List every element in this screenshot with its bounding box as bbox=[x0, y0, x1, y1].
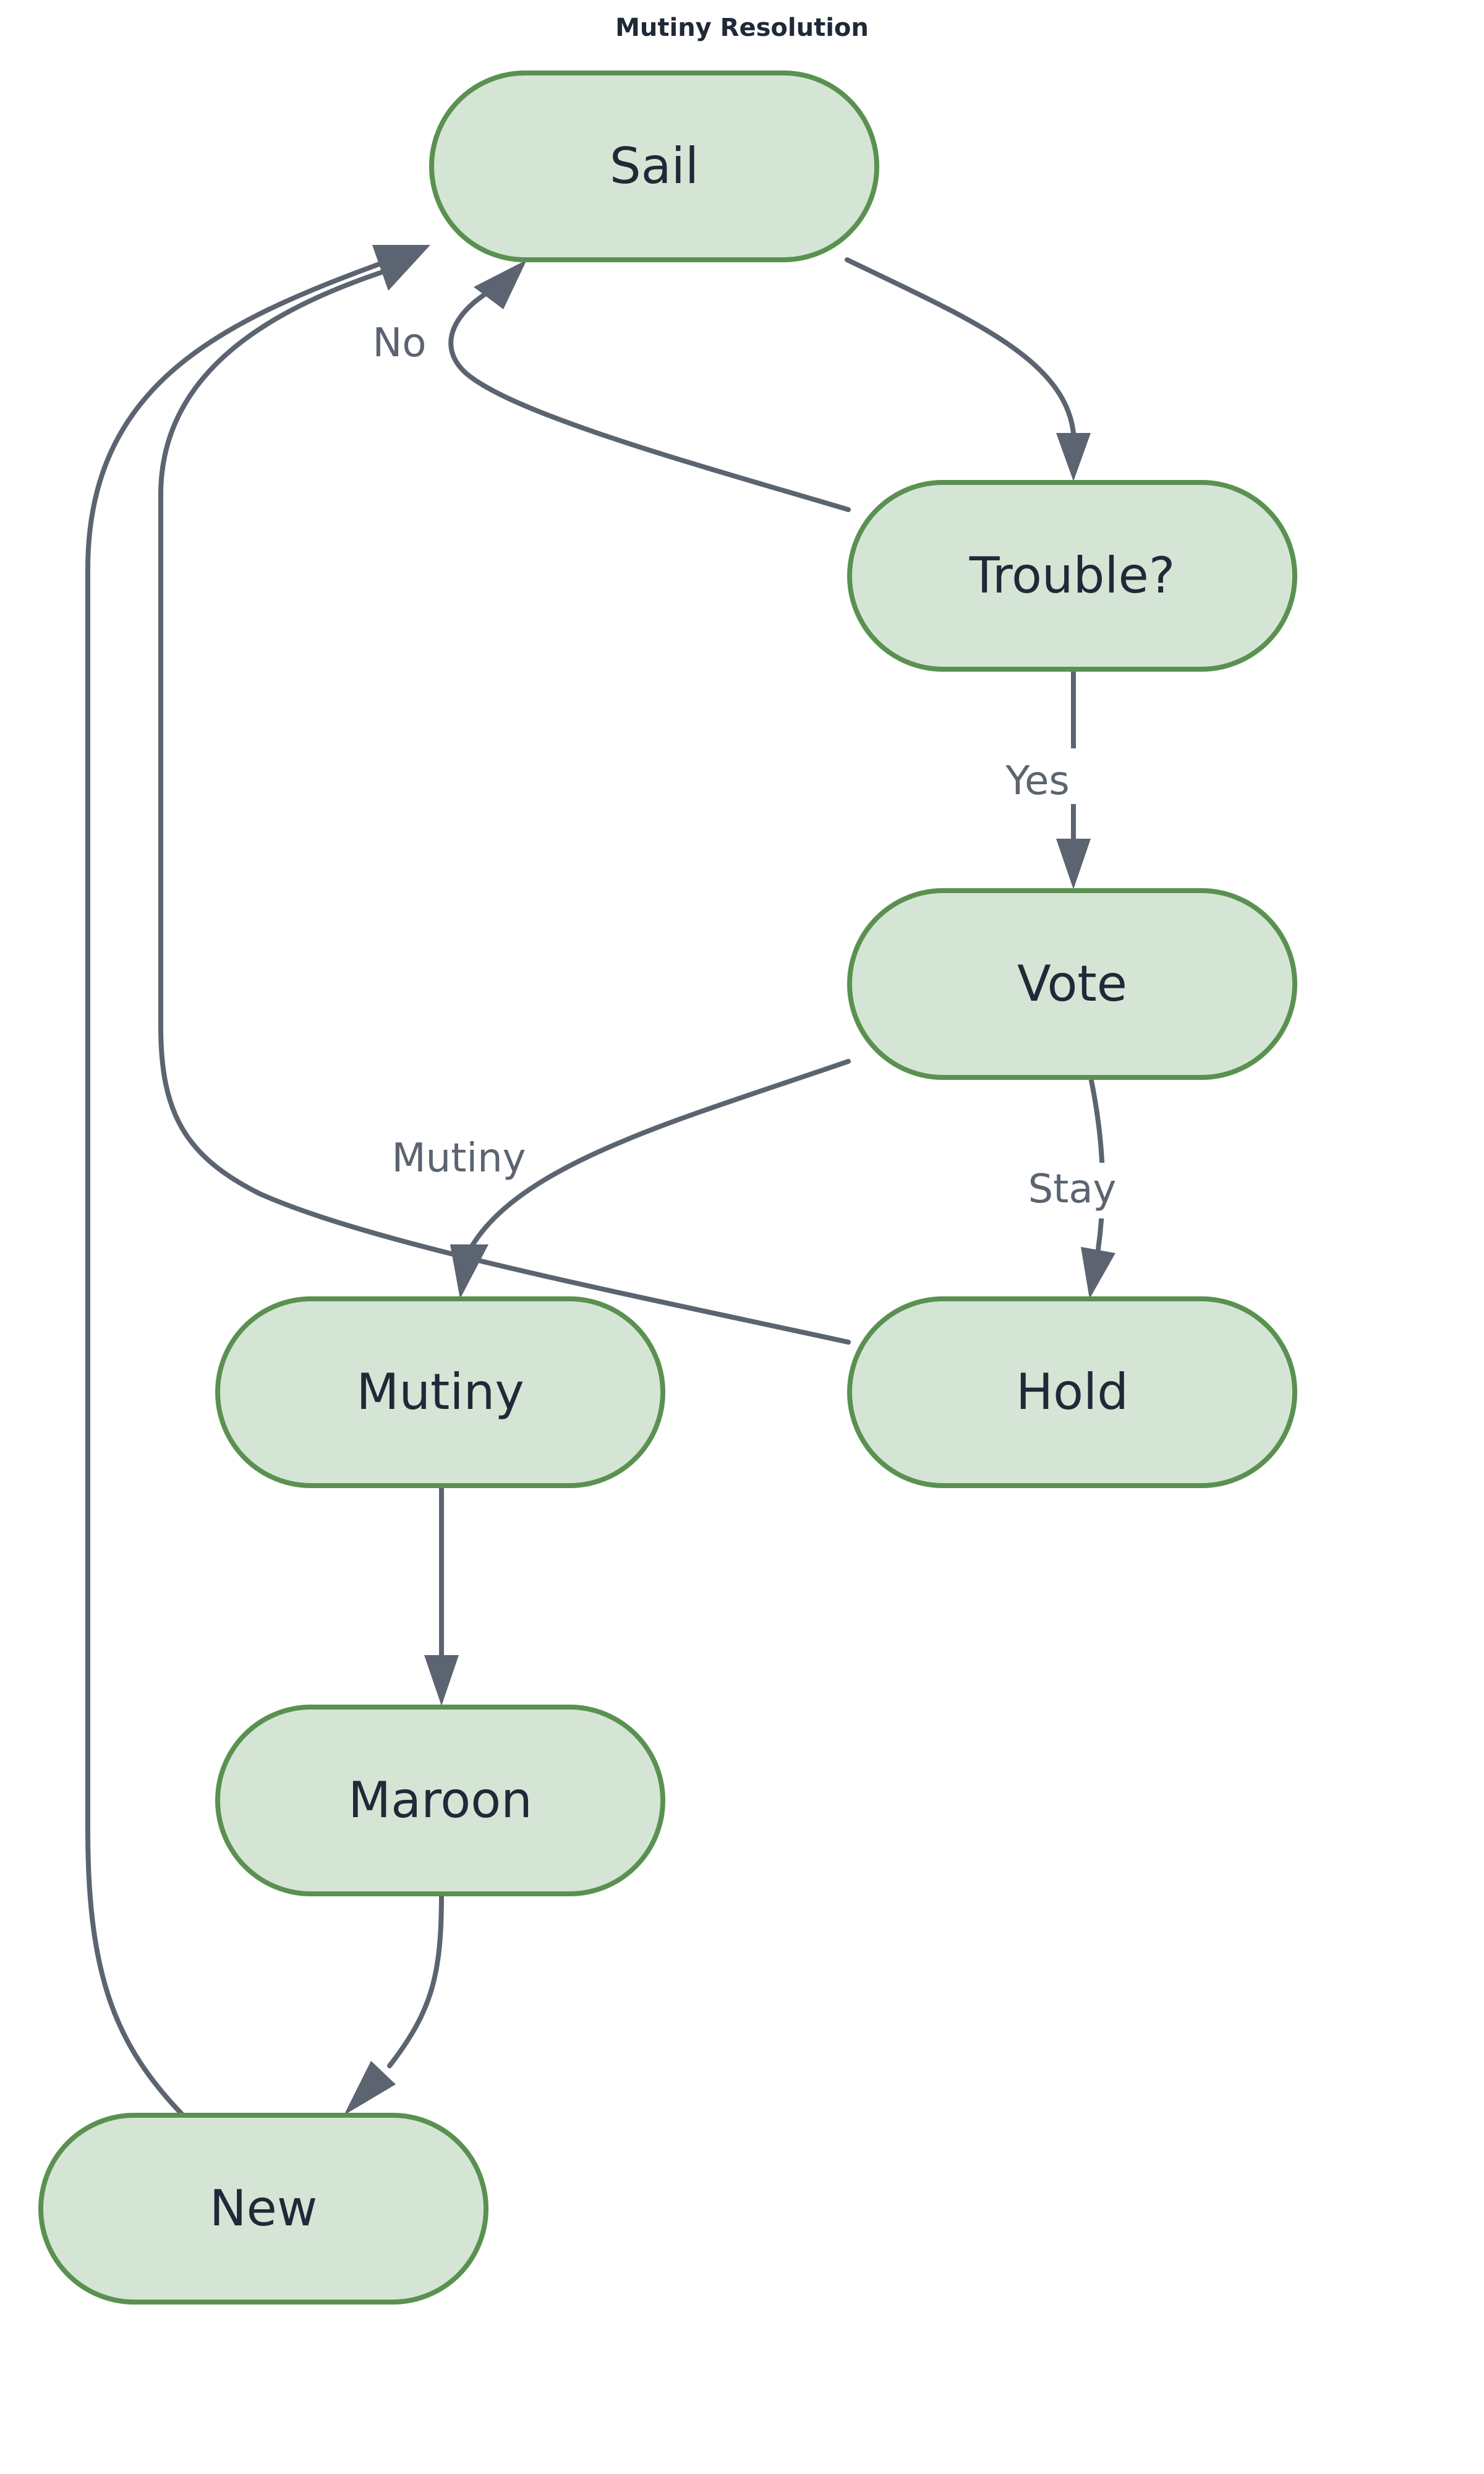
node-trouble[interactable]: Trouble? bbox=[847, 480, 1297, 672]
node-label-maroon: Maroon bbox=[348, 1771, 532, 1829]
arrowhead-vote bbox=[1056, 839, 1091, 889]
node-sail[interactable]: Sail bbox=[429, 71, 879, 262]
arrowhead-new bbox=[344, 2061, 396, 2115]
node-label-mutiny: Mutiny bbox=[356, 1363, 524, 1421]
edge-maroon-to-new bbox=[387, 1891, 444, 2068]
node-label-hold: Hold bbox=[1016, 1363, 1128, 1421]
edge-labels: No Yes Mutiny Stay bbox=[372, 320, 1117, 1218]
edge-sail-to-trouble bbox=[845, 257, 1076, 435]
arrowhead-sail-loops bbox=[372, 245, 430, 291]
edge-label-yes: Yes bbox=[1005, 758, 1069, 804]
edge-hold-to-sail bbox=[158, 270, 851, 1345]
node-maroon[interactable]: Maroon bbox=[215, 1705, 665, 1896]
node-label-sail: Sail bbox=[610, 137, 699, 195]
edges bbox=[85, 245, 1115, 2118]
edge-new-to-sail bbox=[85, 261, 383, 2118]
edge-label-no: No bbox=[372, 320, 426, 366]
node-label-new: New bbox=[210, 2180, 318, 2237]
edge-label-stay: Stay bbox=[1028, 1166, 1117, 1212]
arrowhead-hold bbox=[1081, 1247, 1115, 1299]
node-mutiny[interactable]: Mutiny bbox=[215, 1296, 665, 1488]
node-new[interactable]: New bbox=[38, 2113, 488, 2305]
edge-vote-to-mutiny bbox=[467, 1059, 851, 1252]
node-vote[interactable]: Vote bbox=[847, 888, 1297, 1080]
node-label-trouble: Trouble? bbox=[969, 547, 1175, 604]
node-hold[interactable]: Hold bbox=[847, 1296, 1297, 1488]
diagram-title: Mutiny Resolution bbox=[615, 14, 869, 42]
node-label-vote: Vote bbox=[1017, 955, 1127, 1012]
edge-trouble-to-sail-no bbox=[448, 289, 851, 512]
edge-label-mutiny: Mutiny bbox=[391, 1136, 526, 1181]
arrowhead-maroon bbox=[424, 1655, 459, 1706]
arrowhead-sail-no bbox=[474, 260, 527, 309]
arrowhead-trouble bbox=[1056, 433, 1091, 481]
edge-vote-to-hold-stay bbox=[1088, 1075, 1106, 1252]
